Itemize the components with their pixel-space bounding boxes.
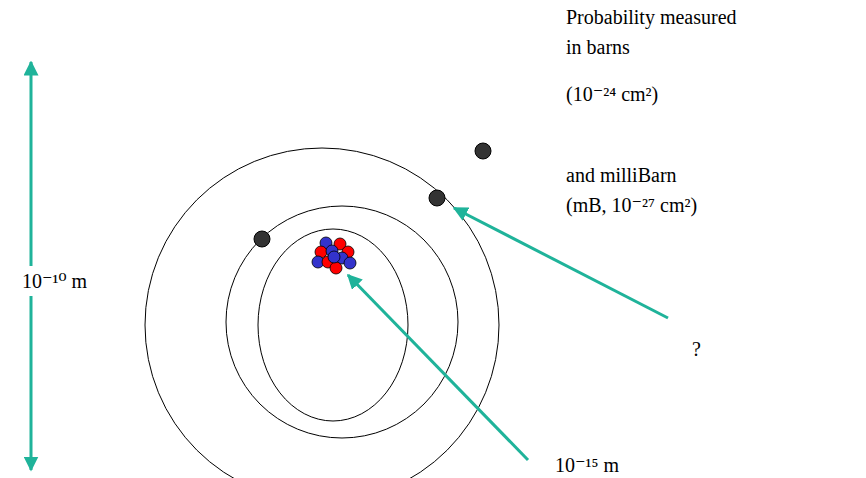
leader-arrow	[454, 208, 668, 318]
electron	[429, 190, 445, 206]
note-text: and milliBarn (mB, 10⁻²⁷ cm²)	[566, 160, 701, 220]
dimension-label: 10⁻¹⁰ m	[20, 266, 89, 296]
electron	[475, 143, 491, 159]
note-text: Probability measured in barns	[566, 2, 748, 62]
dimension-label: 10⁻¹⁵ m	[555, 450, 619, 478]
question-mark: ?	[692, 334, 701, 364]
electron	[254, 231, 270, 247]
middle-orbit	[226, 206, 458, 438]
inner-orbit	[258, 229, 408, 421]
nucleus	[312, 237, 356, 274]
leader-arrow	[348, 275, 528, 460]
outer-orbit	[145, 148, 499, 478]
note-text: (10⁻²⁴ cm²)	[566, 79, 748, 109]
